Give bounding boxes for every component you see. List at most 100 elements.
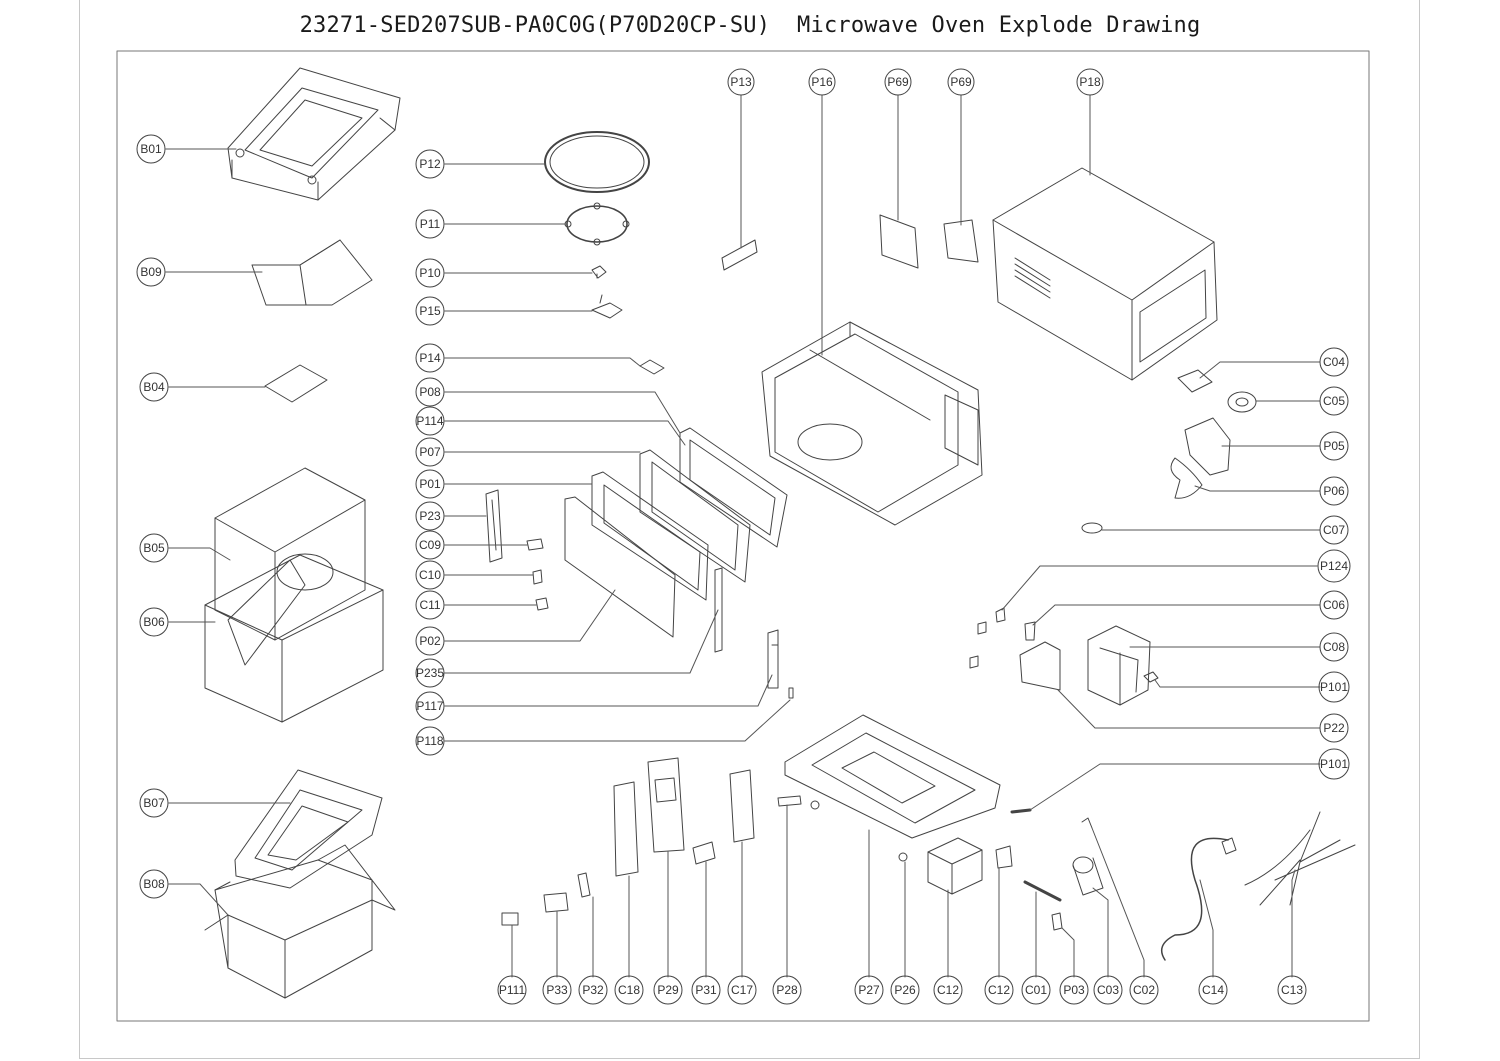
svg-text:B05: B05 [143, 541, 165, 555]
callout-b06: B06 [139, 607, 169, 637]
part-p101-small-a [1143, 671, 1159, 683]
svg-text:P08: P08 [419, 385, 441, 399]
svg-text:P29: P29 [657, 983, 679, 997]
svg-text:P16: P16 [811, 75, 833, 89]
callout-p26: P26 [890, 975, 920, 1005]
callout-p08: P08 [415, 377, 445, 407]
callout-p02: P02 [415, 626, 445, 656]
part-c08-magnetron [1087, 625, 1151, 706]
callout-c01: C01 [1021, 975, 1051, 1005]
svg-text:P02: P02 [419, 634, 441, 648]
callout-c09: C09 [415, 530, 445, 560]
callout-p16: P16 [808, 68, 836, 96]
part-c13-wire-harness [1244, 811, 1356, 906]
part-clip-b [969, 655, 979, 669]
callout-b08: B08 [139, 869, 169, 899]
part-screw [810, 800, 820, 810]
part-b05-b06-boxed-oven [204, 467, 384, 723]
callout-c05: C05 [1319, 386, 1349, 416]
callout-c07: C07 [1319, 515, 1349, 545]
callout-b01: B01 [136, 134, 166, 164]
part-c12-bracket [995, 845, 1013, 869]
svg-text:P23: P23 [419, 509, 441, 523]
svg-text:P10: P10 [419, 266, 441, 280]
svg-text:B06: B06 [143, 615, 165, 629]
part-p07-door-frame [639, 449, 751, 583]
part-p101-strip [1010, 808, 1032, 814]
callout-c17: C17 [727, 975, 757, 1005]
svg-text:P26: P26 [894, 983, 916, 997]
callout-p05: P05 [1319, 431, 1349, 461]
callout-p69-b: P69 [947, 68, 975, 96]
callout-p10: P10 [415, 258, 445, 288]
callout-p29: P29 [653, 975, 683, 1005]
part-p01-door [591, 471, 709, 601]
callout-c12-a: C12 [933, 975, 963, 1005]
svg-text:B08: B08 [143, 877, 165, 891]
part-p03-clip [1051, 912, 1063, 931]
part-p02-door-screen [564, 496, 676, 638]
part-c09-switch [526, 538, 544, 551]
part-p12-glass-tray [544, 131, 650, 193]
part-p05-bracket [1184, 417, 1231, 476]
callout-c03: C03 [1093, 975, 1123, 1005]
part-p16-cavity [761, 321, 983, 526]
svg-text:P07: P07 [419, 445, 441, 459]
svg-text:P101: P101 [1320, 757, 1348, 771]
svg-text:P03: P03 [1063, 983, 1085, 997]
callout-c13: C13 [1277, 975, 1307, 1005]
part-c14-power-cord [1160, 837, 1229, 961]
svg-text:P28: P28 [776, 983, 798, 997]
callout-p23: P23 [415, 501, 445, 531]
part-p15-motor [591, 294, 623, 319]
callout-p117: P117 [415, 691, 445, 721]
svg-text:C12: C12 [988, 983, 1010, 997]
svg-text:P13: P13 [730, 75, 752, 89]
part-b09-manual [251, 239, 373, 306]
svg-text:P12: P12 [419, 157, 441, 171]
svg-text:P15: P15 [419, 304, 441, 318]
callout-p14: P14 [415, 343, 445, 373]
svg-text:C18: C18 [618, 983, 640, 997]
part-p18-outer-case [992, 167, 1218, 381]
callout-c06: C06 [1319, 590, 1349, 620]
part-p117-latch [767, 629, 779, 689]
part-p14-bracket [639, 359, 665, 375]
part-p69-film-a [879, 214, 919, 269]
callout-p235: P235 [415, 658, 445, 688]
svg-text:P69: P69 [887, 75, 909, 89]
callout-p101-a: P101 [1318, 671, 1350, 703]
svg-text:P05: P05 [1323, 439, 1345, 453]
part-p28-bracket [777, 795, 802, 807]
svg-text:C14: C14 [1202, 983, 1224, 997]
svg-text:B04: B04 [143, 380, 165, 394]
callout-p114: P114 [415, 406, 445, 436]
part-p23-interlock-bracket [485, 489, 503, 563]
part-c07-thermostat [1081, 522, 1103, 534]
callout-p12: P12 [415, 149, 445, 179]
drawing-frame [116, 50, 1370, 1022]
callout-p118: P118 [415, 726, 445, 756]
svg-text:P117: P117 [416, 699, 443, 713]
svg-text:C01: C01 [1025, 983, 1047, 997]
svg-text:C02: C02 [1133, 983, 1155, 997]
svg-text:C10: C10 [419, 568, 441, 582]
svg-text:C09: C09 [419, 538, 441, 552]
part-b08-carton [204, 844, 396, 999]
part-p26-foot [898, 852, 908, 862]
part-c18-panel [613, 781, 639, 877]
callout-p11: P11 [415, 209, 445, 239]
drawing-sheet-border [79, 0, 1420, 1059]
part-p22-waveguide-cover [1019, 641, 1061, 691]
callout-b05: B05 [139, 533, 169, 563]
svg-text:B09: B09 [140, 265, 162, 279]
part-p27-base-plate [784, 714, 1001, 839]
svg-text:P31: P31 [695, 983, 717, 997]
callout-c02: C02 [1129, 975, 1159, 1005]
part-c04-board [1177, 369, 1213, 393]
callout-p07: P07 [415, 437, 445, 467]
part-c06-fuse [1024, 621, 1036, 641]
callout-b04: B04 [139, 372, 169, 402]
callout-c08: C08 [1319, 632, 1349, 662]
part-c12-transformer [927, 837, 983, 895]
